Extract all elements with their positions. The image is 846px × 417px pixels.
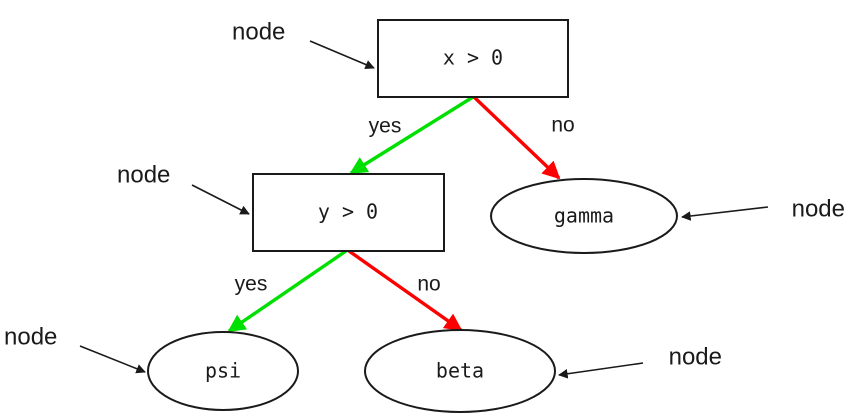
- node-gamma[interactable]: gamma: [490, 178, 678, 254]
- annotation-psi-pointer: [79, 345, 146, 374]
- edge-inner-yes: [227, 249, 347, 333]
- node-psi[interactable]: psi: [147, 331, 299, 411]
- node-root-box[interactable]: [377, 19, 569, 98]
- edge-label-root-no: no: [551, 114, 574, 137]
- annotation-gamma-pointer: [681, 206, 769, 221]
- node-beta-label: beta: [436, 359, 484, 383]
- annotation-inner-pointer: [191, 184, 250, 215]
- node-inner-box[interactable]: [252, 173, 445, 252]
- annotation-inner-label: node: [117, 161, 170, 188]
- node-gamma-ellipse[interactable]: [490, 178, 678, 254]
- node-psi-label: psi: [205, 359, 241, 383]
- edge-label-inner-no: no: [417, 273, 440, 296]
- edge-root-yes: [349, 95, 474, 175]
- nodes-layer: x > 0 y > 0 gamma psi beta: [147, 19, 678, 413]
- node-inner[interactable]: y > 0: [252, 173, 445, 252]
- edges-layer: [227, 95, 561, 333]
- node-root[interactable]: x > 0: [377, 19, 569, 98]
- node-root-label: x > 0: [443, 46, 503, 70]
- edge-inner-no: [348, 249, 463, 332]
- edge-label-inner-yes: yes: [235, 273, 268, 296]
- annotation-gamma: node: [681, 195, 845, 222]
- annotation-inner: node: [117, 161, 250, 215]
- annotation-root: node: [232, 18, 375, 70]
- annotation-gamma-label: node: [792, 195, 845, 222]
- annotations-layer: node node node node node: [4, 18, 845, 379]
- annotation-root-label: node: [232, 18, 285, 45]
- edge-labels-layer: yes no yes no: [235, 114, 575, 296]
- annotation-beta: node: [558, 343, 722, 379]
- annotation-psi: node: [4, 323, 146, 374]
- edge-root-no: [472, 95, 561, 180]
- node-gamma-label: gamma: [554, 204, 614, 228]
- node-psi-ellipse[interactable]: [147, 331, 299, 411]
- annotation-beta-pointer: [558, 362, 644, 379]
- node-beta-ellipse[interactable]: [364, 329, 556, 413]
- node-beta[interactable]: beta: [364, 329, 556, 413]
- node-inner-label: y > 0: [318, 200, 378, 224]
- edge-label-root-yes: yes: [369, 115, 402, 138]
- annotation-psi-label: node: [4, 323, 57, 350]
- annotation-root-pointer: [309, 40, 375, 70]
- annotation-beta-label: node: [669, 343, 722, 370]
